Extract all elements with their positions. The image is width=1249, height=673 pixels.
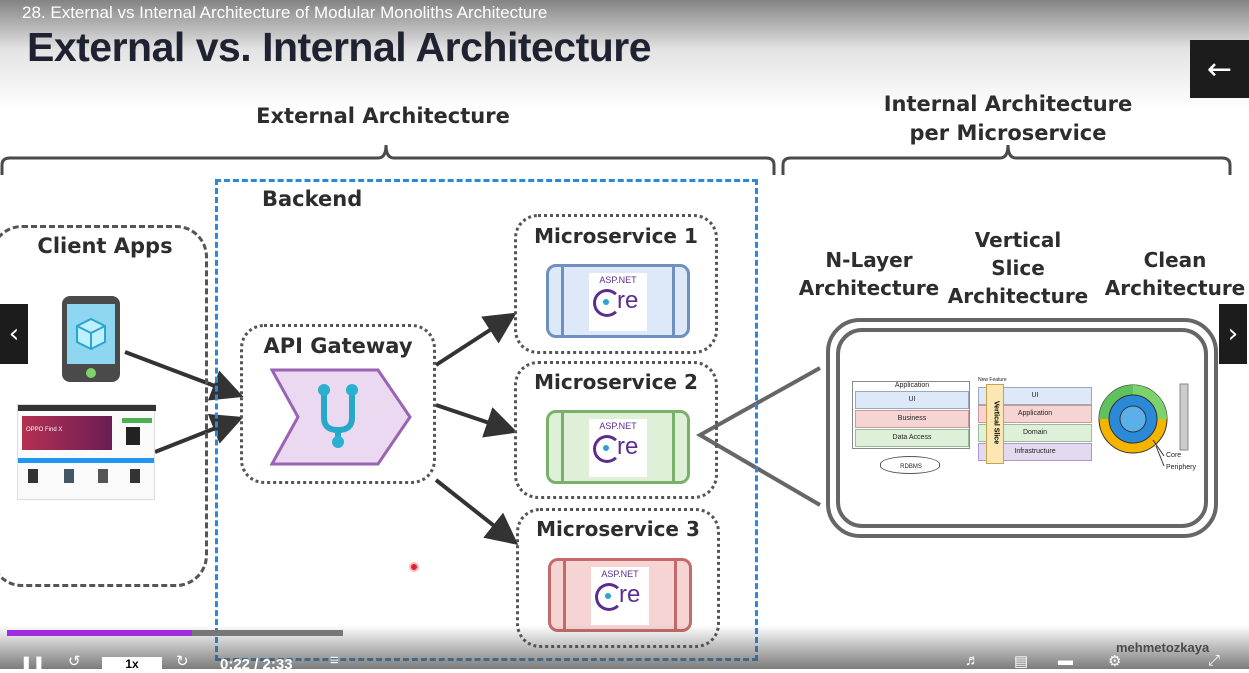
vertical-slice-label: Vertical Slice Architecture	[942, 226, 1094, 310]
volume-icon[interactable]: ♬	[965, 652, 980, 669]
new-feature-label: New Feature	[978, 377, 1007, 383]
internal-architecture-label: Internal Architecture per Microservice	[858, 90, 1158, 148]
vertical-slice-text: Vertical Slice	[992, 400, 1000, 445]
mobile-phone-icon	[62, 296, 120, 382]
author-watermark: mehmetozkaya	[1116, 640, 1210, 655]
arrow-left-icon: ←	[1206, 51, 1233, 87]
n-layer-line1: N-Layer	[825, 248, 913, 272]
external-architecture-label: External Architecture	[256, 104, 510, 128]
core-text: re	[619, 581, 641, 608]
slide-heading: External vs. Internal Architecture	[27, 24, 652, 70]
clean-line2: Architecture	[1104, 276, 1246, 300]
progress-fill	[7, 630, 192, 636]
next-slide-button[interactable]: ›	[1219, 304, 1247, 364]
vertical-slice-bar: Vertical Slice	[986, 384, 1004, 464]
aspnet-text: ASP.NET	[599, 421, 637, 431]
previous-slide-button[interactable]: ‹	[0, 304, 28, 364]
microservice-3-label: Microservice 3	[536, 517, 700, 541]
n-layer-data-access: Data Access	[855, 429, 969, 447]
n-layer-business: Business	[855, 410, 969, 428]
transcript-icon[interactable]: ≡	[330, 652, 339, 669]
api-gateway-label: API Gateway	[263, 334, 413, 358]
api-gateway-icon	[270, 368, 412, 466]
vs-infrastructure: Infrastructure	[978, 443, 1092, 461]
aspnet-core-icon: ASP.NET re	[546, 410, 690, 484]
microservice-1-box	[514, 214, 718, 354]
fullscreen-icon[interactable]: ⤢	[1208, 652, 1221, 669]
aspnet-text: ASP.NET	[599, 275, 637, 285]
aspnet-text: ASP.NET	[601, 569, 639, 579]
clean-architecture-diagram	[1098, 383, 1189, 467]
playback-speed-button[interactable]: 1x	[102, 657, 162, 671]
core-text: re	[617, 287, 639, 314]
header-shade	[0, 0, 1249, 110]
forward-icon[interactable]: ↻	[176, 653, 189, 670]
internal-label-line2: per Microservice	[909, 121, 1107, 145]
website-thumbnail: OPPO Find X	[17, 404, 156, 500]
vs-domain: Domain	[978, 424, 1092, 442]
microservice-1-label: Microservice 1	[534, 224, 698, 248]
db-label: RDBMS	[900, 464, 922, 470]
back-button[interactable]: ←	[1190, 40, 1249, 98]
database-icon: RDBMS	[880, 456, 940, 474]
microservice-2-box	[514, 361, 718, 499]
captions-icon[interactable]: ▬	[1058, 652, 1073, 669]
home-button-icon	[86, 368, 96, 378]
vertical-line1: Vertical	[974, 228, 1062, 252]
n-layer-ui: UI	[855, 391, 969, 409]
internal-label-line1: Internal Architecture	[883, 92, 1133, 116]
clean-label: Clean Architecture	[1098, 246, 1249, 302]
pause-icon[interactable]: ❚❚	[20, 655, 46, 672]
vs-application: Application	[978, 405, 1092, 423]
core-label: Core	[1166, 452, 1182, 459]
n-layer-line2: Architecture	[798, 276, 940, 300]
api-gateway-box	[240, 324, 436, 484]
vertical-line3: Architecture	[947, 284, 1089, 308]
cube-icon	[67, 304, 115, 364]
aspnet-core-icon: ASP.NET re	[548, 558, 692, 632]
periphery-label: Periphery	[1166, 464, 1196, 471]
client-apps-box	[0, 225, 208, 587]
settings-icon[interactable]: ⚙	[1108, 653, 1122, 670]
n-layer-title: Application	[894, 382, 930, 389]
chevron-right-icon: ›	[1227, 319, 1239, 349]
client-apps-label: Client Apps	[37, 234, 173, 258]
website-promo-text: OPPO Find X	[26, 427, 63, 433]
notes-icon[interactable]: ▤	[1014, 653, 1029, 670]
backend-label: Backend	[262, 187, 363, 211]
time-display: 0:22 / 2:33	[220, 656, 293, 673]
video-title: 28. External vs Internal Architecture of…	[22, 3, 548, 22]
chevron-left-icon: ‹	[8, 319, 20, 349]
clean-line1: Clean	[1143, 248, 1207, 272]
microservice-2-label: Microservice 2	[534, 370, 698, 394]
internal-architecture-inner	[836, 328, 1208, 528]
n-layer-diagram: Application UI Business Data Access	[852, 381, 970, 449]
rewind-icon[interactable]: ↺	[68, 653, 81, 670]
n-layer-label: N-Layer Architecture	[793, 246, 945, 302]
aspnet-core-icon: ASP.NET re	[546, 264, 690, 338]
vertical-line2: Slice	[991, 256, 1045, 280]
vs-ui: UI	[978, 387, 1092, 405]
core-text: re	[617, 433, 639, 460]
